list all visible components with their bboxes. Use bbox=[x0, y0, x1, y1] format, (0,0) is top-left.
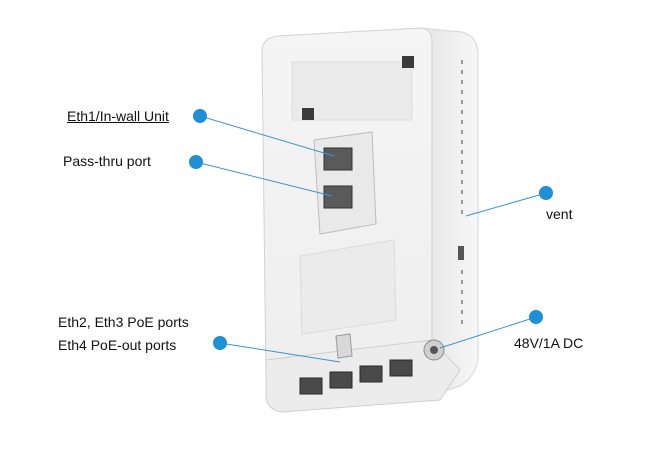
label-eth1: Eth1/In-wall Unit bbox=[67, 108, 169, 124]
eth-ports-dot bbox=[213, 336, 227, 350]
dc-dot bbox=[529, 310, 543, 324]
side-button bbox=[458, 246, 464, 260]
label-eth4: Eth4 PoE-out ports bbox=[58, 337, 177, 353]
eth1-dot bbox=[193, 109, 207, 123]
device-side-face bbox=[419, 27, 479, 397]
mount-hole-top-left bbox=[302, 108, 314, 120]
label-vent: vent bbox=[546, 206, 573, 222]
bottom-ports bbox=[299, 359, 413, 395]
bottom-clip bbox=[335, 333, 353, 359]
lower-panel bbox=[299, 239, 397, 335]
eth1-jack bbox=[323, 147, 353, 171]
label-dc: 48V/1A DC bbox=[514, 335, 584, 351]
passthru-dot bbox=[189, 155, 203, 169]
label-eth2-eth3: Eth2, Eth3 PoE ports bbox=[58, 314, 189, 330]
passthru-module bbox=[313, 131, 377, 235]
passthru-jack bbox=[323, 185, 353, 209]
leader-lines bbox=[195, 115, 547, 363]
label-passthru: Pass-thru port bbox=[63, 153, 151, 169]
vent-dot bbox=[539, 186, 553, 200]
mount-hole-top-right bbox=[402, 56, 414, 68]
